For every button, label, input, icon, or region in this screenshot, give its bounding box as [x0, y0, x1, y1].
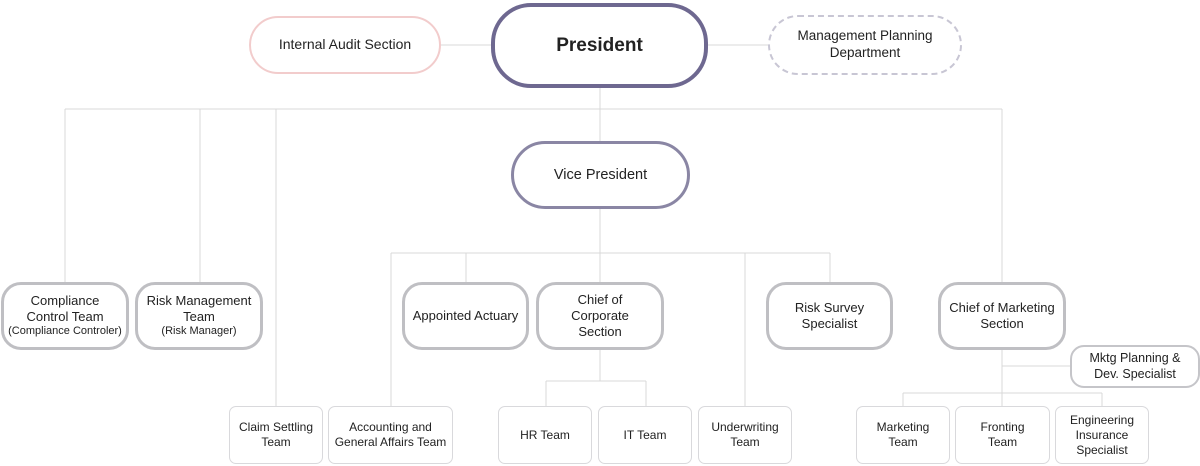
risk-survey-line-2: Specialist: [801, 316, 858, 331]
mktg-planning-line-2: Dev. Specialist: [1094, 366, 1176, 381]
internal-audit-box: Internal Audit Section: [249, 16, 441, 74]
engineering-line-3: Specialist: [1076, 442, 1128, 457]
vice-president-label: Vice President: [553, 166, 648, 183]
risk-survey-box: Risk Survey Specialist: [766, 282, 893, 350]
management-planning-box: Management Planning Department: [768, 15, 962, 75]
risk-management-subtitle: (Risk Manager): [161, 325, 237, 338]
engineering-box: Engineering Insurance Specialist: [1055, 406, 1149, 464]
president-label: President: [556, 34, 643, 56]
claim-settling-line-2: Team: [261, 435, 291, 449]
president-box: President: [491, 3, 708, 88]
internal-audit-label: Internal Audit Section: [278, 36, 412, 53]
risk-management-line-2: Team: [183, 309, 215, 325]
marketing-team-box: Marketing Team: [856, 406, 950, 464]
it-team-box: IT Team: [598, 406, 692, 464]
management-planning-line-2: Department: [829, 45, 901, 60]
hr-team-box: HR Team: [498, 406, 592, 464]
claim-settling-box: Claim Settling Team: [229, 406, 323, 464]
fronting-team-line-1: Fronting: [980, 420, 1025, 434]
compliance-team-box: Compliance Control Team (Compliance Cont…: [1, 282, 129, 350]
appointed-actuary-label: Appointed Actuary: [412, 307, 519, 323]
underwriting-box: Underwriting Team: [698, 406, 792, 464]
hr-team-label: HR Team: [520, 427, 570, 442]
risk-survey-line-1: Risk Survey: [794, 299, 865, 315]
chief-marketing-box: Chief of Marketing Section: [938, 282, 1066, 350]
marketing-team-line-2: Team: [888, 435, 918, 449]
marketing-team-line-1: Marketing: [876, 420, 930, 434]
compliance-line-2: Control Team: [26, 309, 104, 325]
management-planning-line-1: Management Planning: [797, 28, 933, 44]
risk-management-line-1: Risk Management: [146, 292, 252, 308]
chief-corporate-line-2: Corporate: [571, 307, 629, 323]
compliance-line-1: Compliance: [30, 292, 100, 308]
engineering-line-1: Engineering: [1069, 412, 1135, 427]
chief-marketing-line-1: Chief of Marketing: [949, 299, 1055, 315]
underwriting-line-1: Underwriting: [711, 420, 779, 434]
vice-president-box: Vice President: [511, 141, 690, 209]
fronting-team-box: Fronting Team: [955, 406, 1050, 464]
fronting-team-line-2: Team: [987, 435, 1018, 449]
chief-corporate-box: Chief of Corporate Section: [536, 282, 664, 350]
accounting-line-1: Accounting and: [349, 420, 432, 434]
mktg-planning-line-1: Mktg Planning &: [1089, 350, 1181, 365]
claim-settling-line-1: Claim Settling: [238, 420, 314, 434]
it-team-label: IT Team: [623, 427, 667, 442]
engineering-line-2: Insurance: [1075, 427, 1129, 442]
compliance-subtitle: (Compliance Controler): [8, 325, 122, 338]
chief-marketing-line-2: Section: [980, 316, 1024, 331]
mktg-planning-box: Mktg Planning & Dev. Specialist: [1070, 345, 1200, 388]
risk-management-box: Risk Management Team (Risk Manager): [135, 282, 263, 350]
chief-corporate-line-1: Chief of: [577, 291, 623, 307]
appointed-actuary-box: Appointed Actuary: [402, 282, 529, 350]
chief-corporate-line-3: Section: [578, 324, 622, 340]
accounting-box: Accounting and General Affairs Team: [328, 406, 453, 464]
underwriting-line-2: Team: [730, 435, 760, 449]
accounting-line-2: General Affairs Team: [334, 435, 447, 449]
